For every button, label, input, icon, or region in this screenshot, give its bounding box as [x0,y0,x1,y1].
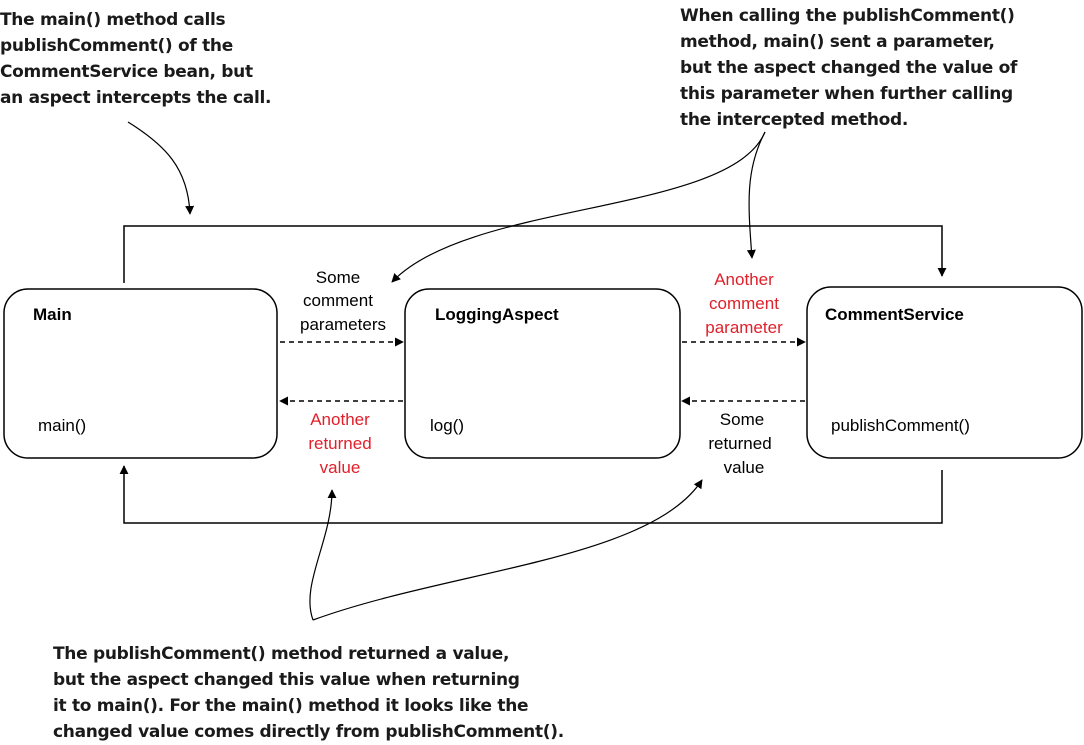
callout-line: the intercepted method. [680,110,908,130]
callout-main-calls-publish: The main() method calls publishComment()… [0,10,271,108]
box-comment-service: CommentService publishComment() [806,286,1083,459]
box-title: CommentService [825,305,964,324]
flow-label-line: returned [308,434,371,453]
method-label: log() [430,416,464,435]
callout-aspect-changed-parameter: When calling the publishComment() method… [680,6,1018,130]
box-title: LoggingAspect [435,305,559,324]
flow-label-line: parameter [705,318,783,337]
flow-label-line: Another [310,410,370,429]
callout-pointer-to-another-returned [309,489,337,621]
flow-label-line: comment [303,291,373,310]
flow-label-line: comment [709,294,779,313]
callout-line: it to main(). For the main() method it l… [53,696,528,716]
callout-aspect-changed-return: The publishComment() method returned a v… [53,644,564,742]
flow-label-line: returned [708,434,771,453]
callout-pointer-to-some-returned [312,479,703,621]
callout-line: publishComment() of the [0,36,233,56]
call-path-top [123,225,947,283]
callout-line: When calling the publishComment() [680,6,1015,26]
label-another-returned-value: Another returned value [308,410,371,477]
callout-pointer-to-service-param [746,131,766,259]
flow-label-line: value [320,458,361,477]
callout-line: method, main() sent a parameter, [680,32,995,52]
callout-line: an aspect intercepts the call. [0,88,271,108]
flow-label-line: Some [720,410,764,429]
box-logging-aspect: LoggingAspect log() [404,288,681,459]
callout-line: The publishComment() method returned a v… [53,644,509,664]
flow-label-line: Another [714,270,774,289]
callout-line: but the aspect changed this value when r… [53,670,520,690]
label-some-returned-value: Some returned value [708,410,771,477]
return-path-bottom [119,465,943,524]
callout-line: The main() method calls [0,10,226,30]
method-label: main() [38,416,86,435]
method-label: publishComment() [831,416,970,435]
label-some-comment-parameters: Some comment parameters [300,268,386,334]
flow-label-line: Some [316,268,360,287]
callout-line: this parameter when further calling [680,84,1013,104]
callout-line: CommentService bean, but [0,62,253,82]
box-title: Main [33,305,72,324]
callout-line: but the aspect changed the value of [680,58,1018,78]
label-another-comment-parameter: Another comment parameter [705,270,783,337]
callout-pointer-to-aspect-param [391,131,766,283]
flow-label-line: value [724,458,765,477]
callout-pointer-top-left [127,121,195,215]
callout-line: changed value comes directly from publis… [53,722,564,742]
flow-label-line: parameters [300,315,386,334]
box-main: Main main() [3,288,278,459]
